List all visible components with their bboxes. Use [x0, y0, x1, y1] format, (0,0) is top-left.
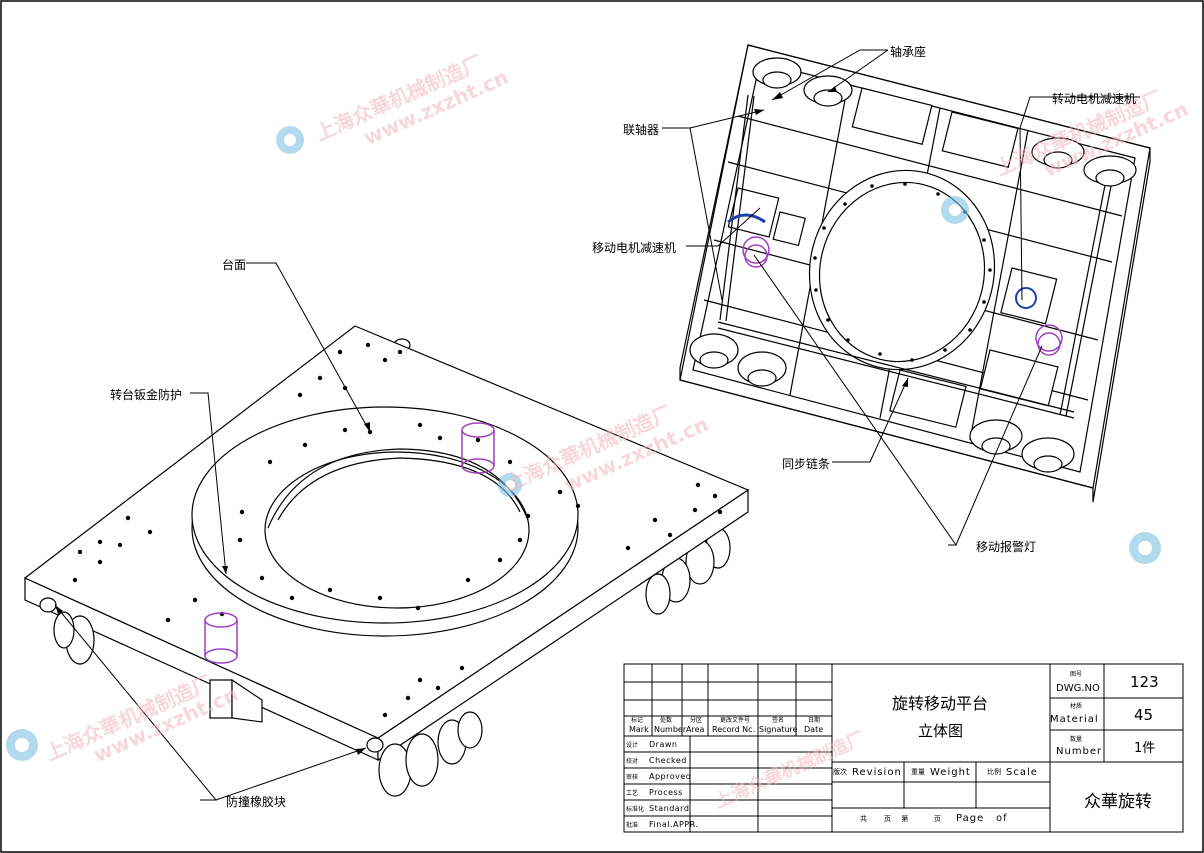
title-block — [623, 663, 1184, 833]
material-zh: 材质 — [1070, 703, 1083, 710]
warning-light-frame-a — [742, 236, 770, 264]
hdr-record-zh: 更改文件号 — [720, 717, 751, 724]
page-en: Page — [956, 813, 985, 824]
hdr-mark-en: Mark — [629, 725, 649, 734]
frame-outer-edge — [679, 44, 1151, 503]
warning-light-frame-b — [1035, 324, 1063, 352]
drawing-title: 旋转移动平台 — [892, 694, 989, 713]
drawing-subtitle: 立体图 — [918, 722, 964, 740]
leader-lines — [54, 49, 1140, 801]
hdr-number-zh: 处数 — [660, 717, 673, 724]
callout-coupling: 联轴器 — [623, 123, 660, 137]
hdr-signature-zh: 签名 — [772, 717, 785, 724]
warning-light-ring — [461, 422, 495, 474]
material-value: 45 — [1134, 706, 1154, 724]
company-name: 众華旋转 — [1084, 792, 1152, 812]
bolt-holes-table — [72, 342, 723, 718]
page-of: of — [996, 813, 1008, 824]
hdr-area-zh: 分区 — [690, 717, 703, 724]
rotating-motor-flange — [1015, 287, 1037, 309]
callout-moving-motor: 移动电机减速机 — [592, 241, 677, 255]
callout-sheet-metal-guard: 转台钣金防护 — [110, 388, 183, 402]
watermark-logo-4 — [6, 729, 38, 761]
hdr-date-zh: 日期 — [808, 717, 821, 724]
quantity-value: 1件 — [1134, 741, 1156, 756]
wheel-set-front — [39, 597, 483, 797]
revision-en: Revision — [852, 767, 902, 778]
frame-view — [679, 44, 1151, 503]
weight-zh: 重量 — [911, 768, 925, 776]
callout-rotating-motor: 转动电机减速机 — [1052, 92, 1137, 106]
callout-bearing-seat: 轴承座 — [890, 45, 927, 59]
page-total: 共 — [860, 815, 867, 823]
callout-table-top: 台面 — [222, 258, 247, 272]
material-en: Material — [1050, 714, 1099, 725]
dwg-no-zh: 图号 — [1070, 671, 1083, 678]
hdr-signature-en: Signature — [759, 725, 798, 734]
revision-zh: 版次 — [833, 768, 847, 776]
warning-light-left — [204, 612, 238, 664]
watermark-logo-1 — [276, 126, 304, 154]
hdr-mark-zh: 标记 — [631, 717, 644, 724]
hdr-date-en: Date — [804, 725, 824, 734]
watermark-logo-5 — [498, 473, 522, 497]
frame-wheels — [689, 57, 1137, 473]
dwg-no-en: DWG.NO — [1056, 683, 1100, 694]
page-sheet2: 页 — [934, 815, 941, 823]
hdr-number-en: Number — [654, 725, 687, 734]
callout-sync-chain: 同步链条 — [782, 457, 831, 471]
leader-arrows — [55, 86, 908, 755]
rotating-motor-box — [1000, 267, 1058, 325]
watermark-logo-3 — [1129, 532, 1161, 564]
sync-chain — [717, 321, 1075, 413]
scale-zh: 比例 — [987, 768, 1001, 776]
callout-warning-light: 移动报警灯 — [976, 540, 1037, 554]
dwg-no-value: 123 — [1130, 673, 1159, 691]
quantity-en: Number — [1056, 746, 1103, 757]
weight-en: Weight — [930, 767, 971, 778]
isometric-platform — [23, 325, 750, 797]
hdr-record-en: Record Nc. — [712, 725, 756, 734]
hdr-area-en: Area — [686, 725, 705, 734]
quantity-zh: 数量 — [1070, 736, 1083, 743]
callout-anti-collision: 防撞橡胶块 — [226, 795, 287, 809]
watermark-logo-2 — [941, 196, 969, 224]
scale-en: Scale — [1006, 767, 1038, 778]
rotary-ring-inner — [264, 451, 530, 609]
page-sheet: 页 第 — [884, 815, 909, 823]
